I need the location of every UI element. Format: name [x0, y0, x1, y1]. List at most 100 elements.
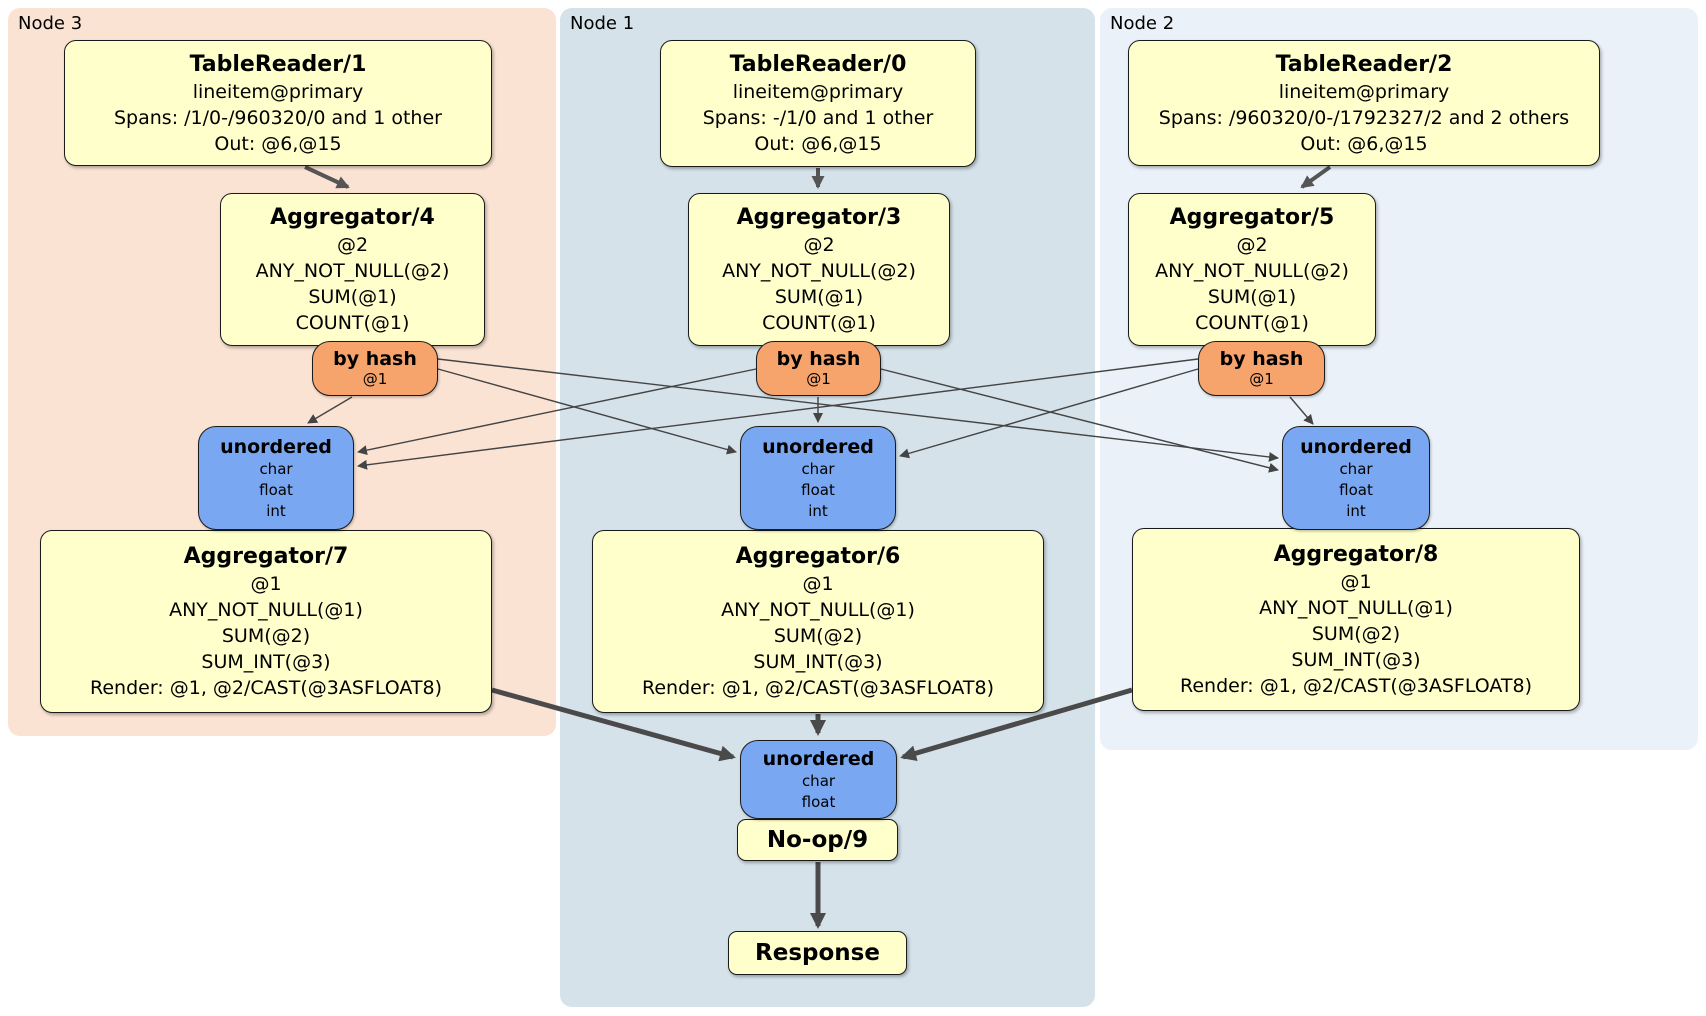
box-line: ANY_NOT_NULL(@1) [169, 599, 363, 621]
box-line: char [801, 459, 835, 478]
box-line: Render: @1, @2/CAST(@3ASFLOAT8) [1180, 675, 1532, 697]
box-title: by hash [1219, 348, 1304, 370]
box-line: lineitem@primary [192, 80, 364, 103]
box-line: ANY_NOT_NULL(@1) [721, 599, 915, 621]
edge-router3-sync1 [437, 368, 737, 455]
box-line: lineitem@primary [1278, 80, 1450, 103]
box-line: COUNT(@1) [1195, 312, 1309, 334]
edge-router3-sync2 [437, 358, 1279, 462]
box-title: unordered [762, 747, 875, 770]
box-title: unordered [1300, 435, 1412, 458]
box-line: ANY_NOT_NULL(@2) [255, 260, 450, 282]
box-line: int [808, 501, 828, 520]
region-label-node-3: Node 3 [18, 13, 83, 34]
box-title: unordered [762, 435, 874, 458]
box-response: Response [728, 931, 907, 975]
box-line: @1 [250, 573, 282, 595]
box-line: Out: @6,@15 [1300, 132, 1428, 155]
box-line: SUM(@2) [221, 625, 311, 647]
edge-router2-sync3 [357, 358, 1199, 470]
box-line: ANY_NOT_NULL(@2) [722, 260, 916, 282]
box-title: by hash [333, 348, 417, 370]
box-unordered-sync-node2: unordered char float int [1282, 426, 1430, 530]
box-line: COUNT(@1) [762, 312, 876, 334]
box-title: Aggregator/6 [735, 544, 901, 569]
box-noop-9: No-op/9 [737, 819, 898, 861]
box-hash-router-node3: by hash @1 [312, 341, 438, 396]
box-line: @1 [1249, 370, 1274, 388]
edge-router2-sync1 [899, 368, 1199, 459]
box-title: TableReader/2 [1275, 51, 1453, 77]
box-line: SUM(@2) [773, 625, 863, 647]
box-line: Spans: /960320/0-/1792327/2 and 2 others [1158, 106, 1570, 129]
box-line: Out: @6,@15 [754, 133, 882, 155]
box-line: @1 [806, 370, 831, 388]
box-line: Out: @6,@15 [214, 132, 342, 155]
region-label-node-2: Node 2 [1110, 13, 1175, 34]
box-aggregator-5: Aggregator/5 @2 ANY_NOT_NULL(@2) SUM(@1)… [1128, 193, 1376, 346]
box-tablereader-1: TableReader/1 lineitem@primary Spans: /1… [64, 40, 492, 166]
box-unordered-sync-node1: unordered char float int [740, 426, 896, 530]
edge-tablereader1-aggregator4 [304, 165, 350, 189]
box-line: int [1346, 501, 1366, 520]
box-title: Aggregator/4 [270, 205, 435, 230]
box-line: char [1339, 459, 1373, 478]
box-title: TableReader/0 [729, 52, 907, 77]
box-tablereader-2: TableReader/2 lineitem@primary Spans: /9… [1128, 40, 1600, 166]
box-line: Render: @1, @2/CAST(@3ASFLOAT8) [642, 677, 994, 699]
box-title: Aggregator/3 [736, 205, 902, 230]
box-line: float [1339, 480, 1373, 499]
box-line: @1 [1340, 571, 1372, 593]
box-line: SUM(@1) [774, 286, 864, 308]
box-hash-router-node1: by hash @1 [756, 341, 881, 396]
edge-aggregator7-finalsync [491, 687, 736, 762]
edge-router2-sync2 [1289, 396, 1314, 425]
edge-tablereader2-aggregator5 [1300, 165, 1332, 189]
box-line: SUM(@1) [308, 286, 397, 308]
box-title: unordered [220, 435, 332, 458]
box-line: Spans: -/1/0 and 1 other [702, 107, 934, 129]
box-unordered-sync-final: unordered char float [740, 740, 897, 819]
box-aggregator-4: Aggregator/4 @2 ANY_NOT_NULL(@2) SUM(@1)… [220, 193, 485, 346]
box-line: ANY_NOT_NULL(@1) [1259, 597, 1453, 619]
box-line: SUM_INT(@3) [753, 651, 883, 673]
box-aggregator-6: Aggregator/6 @1 ANY_NOT_NULL(@1) SUM(@2)… [592, 530, 1044, 713]
edge-router1-sync2 [880, 368, 1279, 473]
box-title: Response [755, 940, 880, 966]
box-unordered-sync-node3: unordered char float int [198, 426, 354, 530]
box-line: char [259, 459, 293, 478]
region-label-node-1: Node 1 [570, 13, 635, 34]
box-aggregator-8: Aggregator/8 @1 ANY_NOT_NULL(@1) SUM(@2)… [1132, 528, 1580, 711]
box-line: float [801, 480, 835, 499]
box-aggregator-3: Aggregator/3 @2 ANY_NOT_NULL(@2) SUM(@1)… [688, 193, 950, 346]
box-title: by hash [776, 348, 861, 370]
box-line: int [266, 501, 286, 520]
box-line: ANY_NOT_NULL(@2) [1155, 260, 1349, 282]
box-line: SUM(@2) [1311, 623, 1401, 645]
box-title: Aggregator/7 [183, 544, 349, 569]
box-line: @2 [336, 234, 369, 256]
box-aggregator-7: Aggregator/7 @1 ANY_NOT_NULL(@1) SUM(@2)… [40, 530, 492, 713]
box-tablereader-0: TableReader/0 lineitem@primary Spans: -/… [660, 40, 976, 167]
box-line: COUNT(@1) [295, 312, 410, 334]
box-line: @1 [802, 573, 834, 595]
box-line: lineitem@primary [732, 81, 904, 103]
box-title: Aggregator/5 [1169, 205, 1335, 230]
box-line: SUM_INT(@3) [1291, 649, 1421, 671]
box-title: Aggregator/8 [1273, 542, 1439, 567]
box-line: float [259, 480, 293, 499]
box-line: float [801, 792, 836, 811]
box-line: @1 [362, 370, 388, 388]
box-hash-router-node2: by hash @1 [1198, 341, 1325, 396]
box-title: TableReader/1 [189, 51, 367, 77]
box-line: Render: @1, @2/CAST(@3ASFLOAT8) [90, 677, 442, 699]
box-line: @2 [1236, 234, 1268, 256]
edge-router1-sync3 [357, 368, 757, 456]
box-line: @2 [803, 234, 835, 256]
edge-router3-sync3 [307, 396, 353, 424]
box-line: SUM(@1) [1207, 286, 1297, 308]
box-line: SUM_INT(@3) [201, 651, 331, 673]
box-line: char [801, 771, 836, 790]
